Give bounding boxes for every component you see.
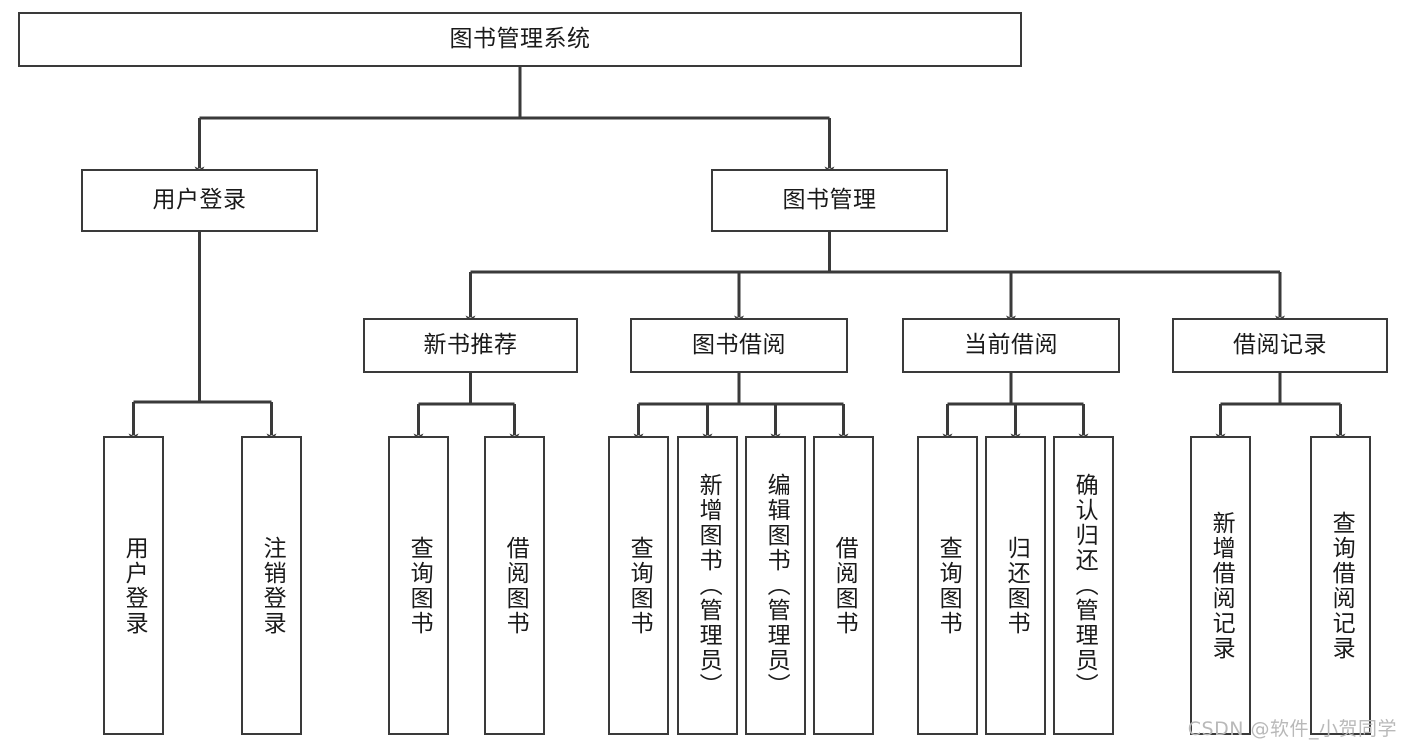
node-leaf_user_logout[interactable]: 注销登录: [241, 436, 302, 735]
watermark-text: CSDN @软件_小贺同学: [1187, 718, 1397, 740]
node-label: 查询借阅记录: [1328, 510, 1355, 661]
node-label: 查询图书: [626, 535, 653, 636]
node-leaf_query_book_1[interactable]: 查询图书: [388, 436, 449, 735]
node-leaf_query_record[interactable]: 查询借阅记录: [1310, 436, 1371, 735]
node-label: 查询图书: [406, 535, 433, 636]
node-label: 新增图书（管理员）: [695, 473, 722, 698]
node-borrow_record[interactable]: 借阅记录: [1172, 318, 1388, 373]
node-label: 借阅图书: [831, 535, 858, 636]
node-label: 注销登录: [259, 535, 286, 636]
node-leaf_return_book[interactable]: 归还图书: [985, 436, 1046, 735]
node-leaf_add_book[interactable]: 新增图书（管理员）: [677, 436, 738, 735]
node-leaf_user_login[interactable]: 用户登录: [103, 436, 164, 735]
node-new_book_rec[interactable]: 新书推荐: [363, 318, 578, 373]
node-leaf_borrow_book_1[interactable]: 借阅图书: [484, 436, 545, 735]
node-label: 新增借阅记录: [1208, 510, 1235, 661]
node-leaf_borrow_book_2[interactable]: 借阅图书: [813, 436, 874, 735]
node-leaf_query_book_2[interactable]: 查询图书: [608, 436, 669, 735]
node-label: 用户登录: [121, 535, 148, 636]
node-leaf_edit_book[interactable]: 编辑图书（管理员）: [745, 436, 806, 735]
node-user_login[interactable]: 用户登录: [81, 169, 318, 232]
node-leaf_query_book_3[interactable]: 查询图书: [917, 436, 978, 735]
node-book_borrow[interactable]: 图书借阅: [630, 318, 848, 373]
node-label: 图书管理: [782, 186, 877, 213]
node-label: 当前借阅: [964, 331, 1058, 358]
node-label: 查询图书: [935, 535, 962, 636]
node-label: 图书管理系统: [449, 25, 591, 52]
node-label: 确认归还（管理员）: [1071, 473, 1098, 698]
node-leaf_add_record[interactable]: 新增借阅记录: [1190, 436, 1251, 735]
node-current_borrow[interactable]: 当前借阅: [902, 318, 1120, 373]
node-label: 编辑图书（管理员）: [763, 473, 790, 698]
node-label: 新书推荐: [423, 331, 518, 358]
node-label: 借阅图书: [502, 535, 529, 636]
node-label: 图书借阅: [692, 331, 786, 358]
node-label: 借阅记录: [1233, 331, 1327, 358]
node-root[interactable]: 图书管理系统: [18, 12, 1022, 67]
node-label: 用户登录: [152, 186, 247, 213]
node-book_manage[interactable]: 图书管理: [711, 169, 948, 232]
node-label: 归还图书: [1003, 535, 1030, 636]
node-leaf_confirm_ret[interactable]: 确认归还（管理员）: [1053, 436, 1114, 735]
